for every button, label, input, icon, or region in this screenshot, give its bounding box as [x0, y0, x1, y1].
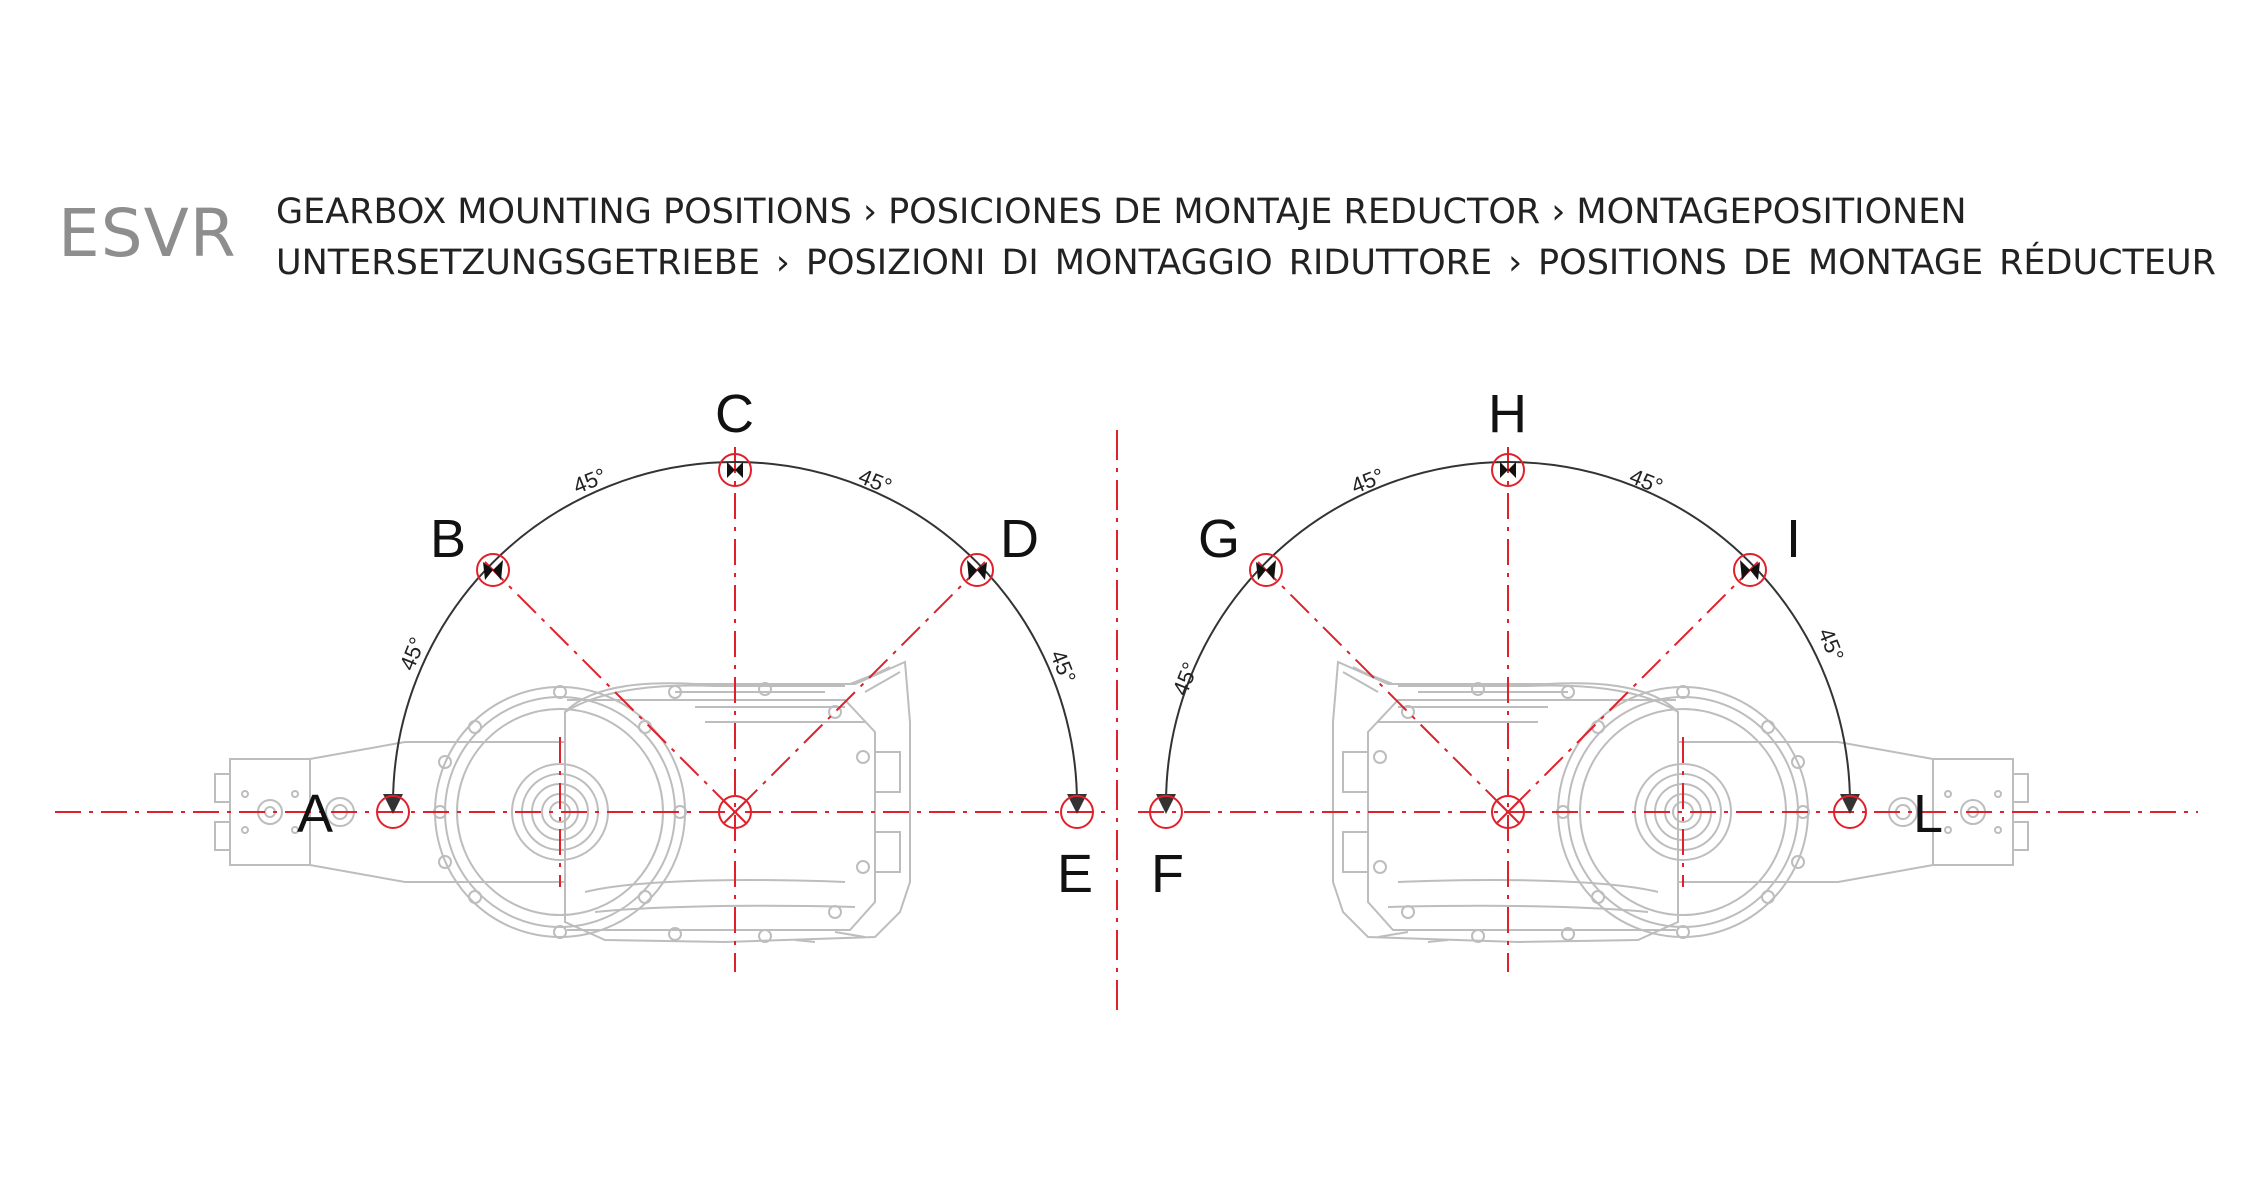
angle-label: 45° — [1626, 463, 1666, 499]
position-marker-g — [1249, 553, 1283, 587]
subtitle-word: DI — [1001, 243, 1039, 283]
right-diagram: F G H I L 45° 45° 45° 45° — [1138, 384, 2198, 972]
angle-label: 45° — [1045, 647, 1081, 687]
position-marker-e — [1060, 795, 1094, 829]
angle-label: 45° — [394, 634, 430, 674]
position-label-i: I — [1786, 509, 1801, 569]
position-label-l: L — [1913, 784, 1943, 844]
position-marker-c — [718, 453, 752, 487]
angle-arc — [383, 461, 1087, 814]
position-label-d: D — [1000, 509, 1039, 569]
angle-label: 45° — [855, 463, 895, 499]
subtitle-word: MONTAGE — [1807, 243, 1984, 283]
position-marker-l — [1833, 795, 1867, 829]
position-marker-b — [476, 553, 510, 587]
position-marker-d — [960, 553, 994, 587]
angle-label: 45° — [570, 463, 610, 499]
position-marker-a — [376, 795, 410, 829]
subtitle-word: POSITIONS — [1538, 243, 1727, 283]
position-marker-i — [1733, 553, 1767, 587]
left-diagram: A B C D E 45° 45° 45° 45° — [55, 384, 1105, 972]
angle-label: 45° — [1167, 659, 1203, 699]
subtitle-word: POSIZIONI — [805, 243, 986, 283]
position-marker-h — [1491, 453, 1525, 487]
position-marker-f — [1149, 795, 1183, 829]
subtitle-word: UNTERSETZUNGSGETRIEBE — [276, 243, 760, 283]
subtitle-word: DE — [1742, 243, 1792, 283]
subtitle-word: RÉDUCTEUR — [1999, 243, 2216, 283]
position-label-b: B — [430, 509, 466, 569]
page-title: ESVR — [58, 195, 237, 272]
angle-label: 45° — [1348, 463, 1388, 499]
subtitle-word: MONTAGGIO — [1054, 243, 1273, 283]
position-label-g: G — [1198, 509, 1240, 569]
subtitle-line-1: GEARBOX MOUNTING POSITIONS › POSICIONES … — [276, 192, 1967, 232]
position-label-h: H — [1488, 384, 1527, 444]
subtitle-separator: › — [775, 243, 790, 283]
position-label-e: E — [1057, 844, 1093, 904]
position-label-c: C — [715, 384, 754, 444]
angle-arc — [1156, 461, 1860, 814]
subtitle-line-2: UNTERSETZUNGSGETRIEBE › POSIZIONI DI MON… — [276, 243, 2216, 283]
position-label-f: F — [1151, 844, 1184, 904]
left-centerlines — [55, 447, 1105, 972]
position-label-a: A — [297, 784, 333, 844]
subtitle-separator: › — [1508, 243, 1523, 283]
subtitle-word: RIDUTTORE — [1288, 243, 1493, 283]
